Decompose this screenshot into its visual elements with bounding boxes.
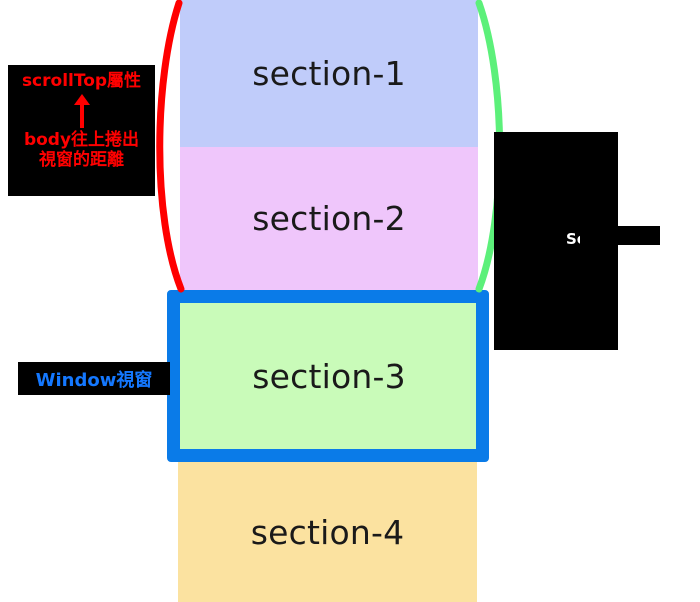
- scrolltop-annotation-line1: scrollTop屬性: [21, 71, 142, 91]
- section-2-label: section-2: [252, 199, 406, 238]
- section-3-label: section-3: [252, 357, 406, 396]
- section-3-block: section-3: [180, 303, 478, 450]
- window-annotation-label: Window視窗: [35, 369, 153, 391]
- section-4-block: section-4: [178, 462, 477, 602]
- up-arrow-icon: [71, 94, 93, 128]
- window-viewport-frame: [167, 290, 489, 462]
- redaction-bar: [580, 226, 660, 245]
- window-annotation: Window視窗: [18, 362, 170, 395]
- section-1-block: section-1: [180, 0, 478, 147]
- section-4-label: section-4: [250, 512, 405, 552]
- left-brace-arc: [156, 0, 185, 293]
- scrolltop-annotation-line3: 視窗的距離: [39, 150, 124, 170]
- scrolltop-annotation-line2: body往上捲出: [23, 130, 140, 150]
- section-1-label: section-1: [252, 54, 406, 93]
- right-annotation: Sc: [494, 132, 660, 350]
- section-2-block: section-2: [180, 147, 478, 290]
- scrolltop-annotation: scrollTop屬性 body往上捲出 視窗的距離: [8, 65, 155, 196]
